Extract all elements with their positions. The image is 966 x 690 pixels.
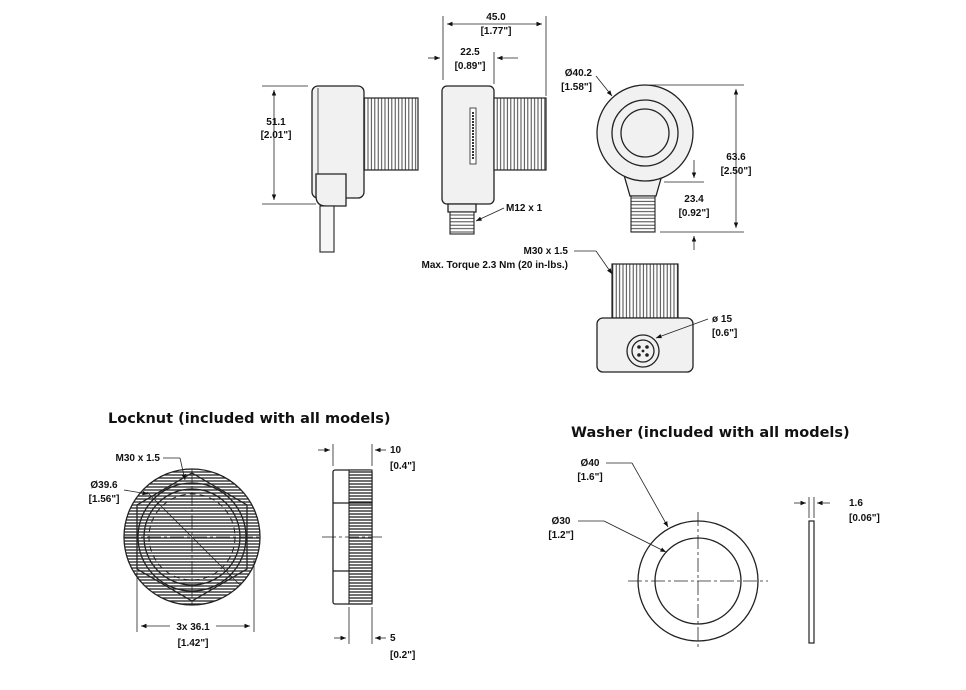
locknut-dim-step: 5 [0.2"] <box>334 607 415 661</box>
offset-mm-label: 22.5 <box>460 47 480 58</box>
washer-side-view <box>808 520 815 644</box>
dim-connector-23-4: 23.4 [0.92"] <box>664 160 709 250</box>
dim-width-45: 45.0 [1.77"] <box>442 12 547 96</box>
connector-thread-label: M12 x 1 <box>506 203 543 214</box>
locknut-dia-in-label: [1.56"] <box>89 494 120 505</box>
connector-offset-mm-label: 23.4 <box>684 194 704 205</box>
washer-inner-mm-label: Ø30 <box>552 516 571 527</box>
max-torque-label: Max. Torque 2.3 Nm (20 in-lbs.) <box>421 260 568 271</box>
locknut-dia-mm-label: Ø39.6 <box>90 480 118 491</box>
sensor-side-view-left <box>311 85 419 253</box>
washer-callout-outer: Ø40 [1.6"] <box>577 458 669 528</box>
locknut-title: Locknut (included with all models) <box>108 411 390 427</box>
locknut-face-view <box>123 468 262 606</box>
overall-width-mm-label: 45.0 <box>486 12 506 23</box>
washer-callout-inner: Ø30 [1.2"] <box>548 516 667 553</box>
overall-width-in-label: [1.77"] <box>481 26 512 37</box>
washer-dim-thickness: 1.6 [0.06"] <box>794 497 880 524</box>
dim-total-height-63-6: 63.6 [2.50"] <box>650 84 752 233</box>
height-in-label: [2.01"] <box>261 130 292 141</box>
locknut-thread-label: M30 x 1.5 <box>116 453 161 464</box>
locknut-step-in-label: [0.2"] <box>390 650 415 661</box>
callout-m12: M12 x 1 <box>475 203 543 222</box>
washer-thickness-in-label: [0.06"] <box>849 513 880 524</box>
dia-body-in-label: [1.58"] <box>561 82 592 93</box>
sensor-front-view <box>441 85 547 235</box>
locknut-thickness-in-label: [0.4"] <box>390 461 415 472</box>
washer-inner-in-label: [1.2"] <box>548 530 573 541</box>
locknut-dim-flats: 3x 36.1 [1.42"] <box>136 560 255 649</box>
dia-body-mm-label: Ø40.2 <box>565 68 593 79</box>
sensor-face-view <box>596 84 694 233</box>
total-height-in-label: [2.50"] <box>721 166 752 177</box>
total-height-mm-label: 63.6 <box>726 152 746 163</box>
locknut-callout-m30: M30 x 1.5 <box>116 453 186 481</box>
locknut-side-view <box>322 469 384 605</box>
locknut-callout-dia: Ø39.6 [1.56"] <box>89 480 149 505</box>
locknut-flats-mm-label: 3x 36.1 <box>176 622 210 633</box>
washer-thickness-mm-label: 1.6 <box>849 498 863 509</box>
thread-spec-label: M30 x 1.5 <box>524 246 569 257</box>
connector-dia-in-label: [0.6"] <box>712 328 737 339</box>
locknut-dim-thickness: 10 [0.4"] <box>318 444 415 472</box>
callout-dia-15: ø 15 [0.6"] <box>655 314 737 339</box>
washer-face-view <box>628 512 768 650</box>
washer-outer-in-label: [1.6"] <box>577 472 602 483</box>
washer-outer-mm-label: Ø40 <box>581 458 600 469</box>
callout-m30-torque: M30 x 1.5 Max. Torque 2.3 Nm (20 in-lbs.… <box>421 246 613 275</box>
dim-offset-22-5: 22.5 [0.89"] <box>428 47 518 84</box>
callout-dia-40-2: Ø40.2 [1.58"] <box>561 68 613 97</box>
connector-dia-mm-label: ø 15 <box>712 314 732 325</box>
locknut-thickness-mm-label: 10 <box>390 445 402 456</box>
dim-height-51-1: 51.1 [2.01"] <box>261 85 316 205</box>
washer-title: Washer (included with all models) <box>571 425 850 441</box>
locknut-step-mm-label: 5 <box>390 633 396 644</box>
connector-offset-in-label: [0.92"] <box>679 208 710 219</box>
locknut-flats-in-label: [1.42"] <box>178 638 209 649</box>
sensor-bottom-view <box>596 263 694 373</box>
offset-in-label: [0.89"] <box>455 61 486 72</box>
height-mm-label: 51.1 <box>266 117 286 128</box>
